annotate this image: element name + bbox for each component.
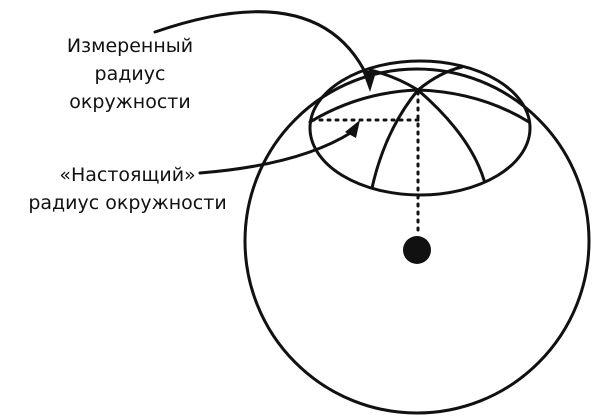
measured-label-line3: окружности [69, 91, 191, 113]
true-radius-arrow [198, 130, 354, 175]
true-arrowhead-icon [345, 120, 360, 138]
true-label-line1: «Настоящий» [59, 164, 196, 186]
true-radius-label: «Настоящий» радиус окружности [20, 161, 235, 217]
measured-label-line1: Измеренный [66, 35, 194, 57]
meridian-5 [370, 88, 420, 190]
true-label-line2: радиус окружности [28, 192, 227, 214]
measured-label-line2: радиус [94, 63, 166, 85]
meridian-1 [308, 88, 420, 124]
cap-circle [308, 59, 532, 197]
meridian-6 [416, 88, 486, 182]
meridian-2 [416, 88, 531, 124]
measured-radius-label: Измеренный радиус окружности [40, 32, 220, 116]
measured-arrowhead-icon [362, 70, 376, 92]
sphere-center-dot [403, 236, 431, 264]
sphere-outline [243, 67, 591, 415]
meridian-4 [416, 65, 464, 92]
meridian-3 [368, 68, 420, 92]
measured-radius-arrow [153, 10, 370, 80]
